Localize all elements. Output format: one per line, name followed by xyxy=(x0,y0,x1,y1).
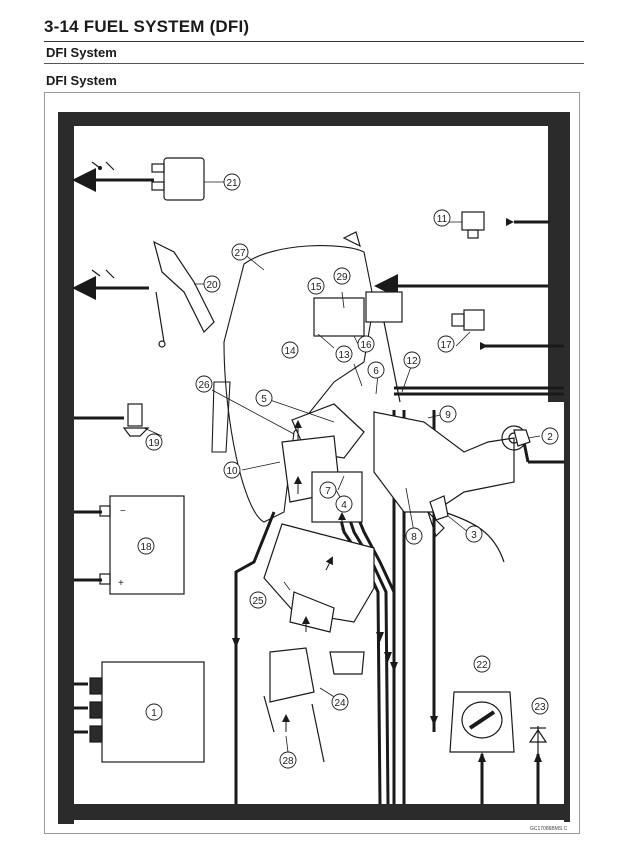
svg-text:18: 18 xyxy=(140,542,152,553)
harness-frame xyxy=(58,112,570,824)
svg-text:24: 24 xyxy=(334,698,346,709)
callout-26: 26 xyxy=(195,375,213,393)
callout-16: 16 xyxy=(357,335,375,353)
svg-text:1: 1 xyxy=(151,708,157,719)
callout-4: 4 xyxy=(335,495,353,513)
callout-24: 24 xyxy=(331,693,349,711)
callout-17: 17 xyxy=(437,335,455,353)
svg-text:17: 17 xyxy=(440,340,452,351)
flow-arrows xyxy=(232,218,542,762)
callout-23: 23 xyxy=(531,697,549,715)
svg-text:5: 5 xyxy=(261,394,267,405)
battery-minus-sign: − xyxy=(120,506,126,517)
svg-text:23: 23 xyxy=(534,702,546,713)
sensor-19 xyxy=(122,403,150,437)
svg-text:20: 20 xyxy=(206,280,218,291)
callout-20: 20 xyxy=(203,275,221,293)
sensor-17 xyxy=(451,309,485,331)
svg-text:15: 15 xyxy=(310,282,322,293)
callout-9: 9 xyxy=(439,405,457,423)
svg-text:9: 9 xyxy=(445,410,451,421)
svg-text:14: 14 xyxy=(284,346,296,357)
callout-13: 13 xyxy=(335,345,353,363)
callout-10: 10 xyxy=(223,461,241,479)
svg-text:3: 3 xyxy=(471,530,477,541)
subtitle-rule xyxy=(44,63,584,64)
page-subtitle: DFI System xyxy=(46,45,117,60)
callout-12: 12 xyxy=(403,351,421,369)
callout-8: 8 xyxy=(405,527,423,545)
fuel-pump-assembly xyxy=(313,231,403,403)
callout-labels: 1 2 3 4 5 6 7 8 9 10 11 12 13 14 15 16 1… xyxy=(137,173,559,769)
callout-11: 11 xyxy=(433,209,451,227)
svg-text:10: 10 xyxy=(226,466,238,477)
svg-text:11: 11 xyxy=(437,214,448,225)
svg-text:21: 21 xyxy=(226,178,238,189)
svg-text:19: 19 xyxy=(148,438,160,449)
callout-22: 22 xyxy=(473,655,491,673)
figure-code: GC17086BMS C xyxy=(530,826,568,832)
relay-21 xyxy=(91,157,205,201)
airflow-arrows xyxy=(282,420,346,732)
callout-1: 1 xyxy=(145,703,163,721)
battery-plus-sign: + xyxy=(118,578,124,589)
callout-14: 14 xyxy=(281,341,299,359)
sensor-2 xyxy=(513,429,531,447)
callout-5: 5 xyxy=(255,389,273,407)
callout-27: 27 xyxy=(231,243,249,261)
sensor-11 xyxy=(461,211,485,239)
svg-text:26: 26 xyxy=(198,380,210,391)
svg-text:22: 22 xyxy=(476,660,488,671)
svg-text:28: 28 xyxy=(282,756,294,767)
callout-29: 29 xyxy=(333,267,351,285)
header-rule xyxy=(44,41,584,42)
svg-text:2: 2 xyxy=(547,432,553,443)
callout-15: 15 xyxy=(307,277,325,295)
air-cleaner-25 xyxy=(263,523,375,763)
svg-text:29: 29 xyxy=(336,272,348,283)
svg-text:27: 27 xyxy=(234,248,246,259)
indicator-23 xyxy=(528,726,548,754)
callout-18: 18 xyxy=(137,537,155,555)
callout-2: 2 xyxy=(541,427,559,445)
svg-text:12: 12 xyxy=(406,356,418,367)
callout-6: 6 xyxy=(367,361,385,379)
callout-7: 7 xyxy=(319,481,337,499)
svg-text:7: 7 xyxy=(325,486,331,497)
section-title: DFI System xyxy=(46,73,117,88)
callout-21: 21 xyxy=(223,173,241,191)
svg-text:6: 6 xyxy=(373,366,379,377)
callout-28: 28 xyxy=(279,751,297,769)
callout-19: 19 xyxy=(145,433,163,451)
throttle-body-engine xyxy=(281,403,527,563)
svg-text:25: 25 xyxy=(252,596,264,607)
page-title: 3-14 FUEL SYSTEM (DFI) xyxy=(44,17,250,36)
svg-text:4: 4 xyxy=(341,500,347,511)
lever-switch-20 xyxy=(91,240,215,348)
svg-text:13: 13 xyxy=(338,350,350,361)
callout-25: 25 xyxy=(249,591,267,609)
dfi-system-diagram: − + xyxy=(58,112,570,832)
meter-22 xyxy=(449,691,515,753)
svg-text:16: 16 xyxy=(360,340,372,351)
callout-3: 3 xyxy=(465,525,483,543)
svg-text:8: 8 xyxy=(411,532,417,543)
